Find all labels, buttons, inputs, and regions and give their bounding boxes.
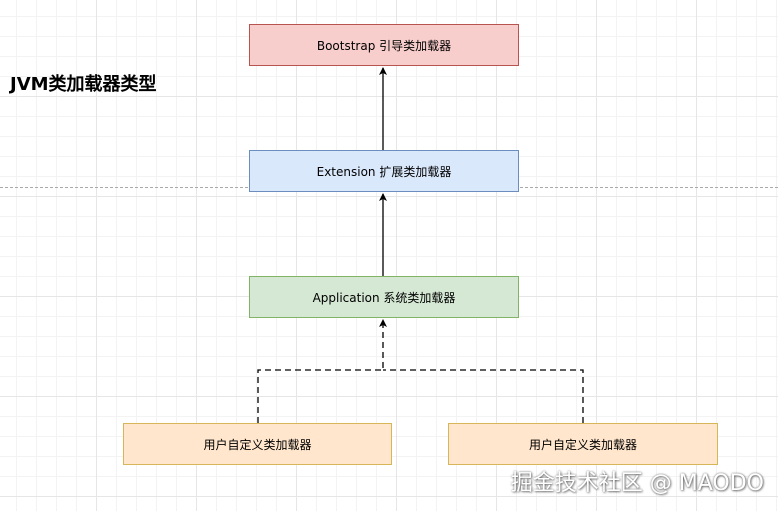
user-classloader-label-left: 用户自定义类加载器 xyxy=(203,437,312,452)
dashed-arrow-user-left-to-application xyxy=(257,319,387,423)
user-classloader-label-right: 用户自定义类加载器 xyxy=(528,437,637,452)
extension-classloader-node[interactable]: Extension 扩展类加载器 xyxy=(249,150,519,192)
dashed-arrow-user-right-to-application xyxy=(383,369,584,423)
watermark-text: 掘金技术社区 @ MAODO xyxy=(510,471,764,496)
user-classloader-node-left[interactable]: 用户自定义类加载器 xyxy=(123,423,392,465)
bootstrap-classloader-label: Bootstrap 引导类加载器 xyxy=(316,38,452,53)
application-classloader-label: Application 系统类加载器 xyxy=(312,290,456,305)
application-classloader-node[interactable]: Application 系统类加载器 xyxy=(249,276,519,318)
user-classloader-node-right[interactable]: 用户自定义类加载器 xyxy=(448,423,718,465)
bootstrap-classloader-node[interactable]: Bootstrap 引导类加载器 xyxy=(249,24,519,66)
extension-classloader-label: Extension 扩展类加载器 xyxy=(316,164,452,179)
diagram-title: JVM类加载器类型 xyxy=(10,74,157,95)
